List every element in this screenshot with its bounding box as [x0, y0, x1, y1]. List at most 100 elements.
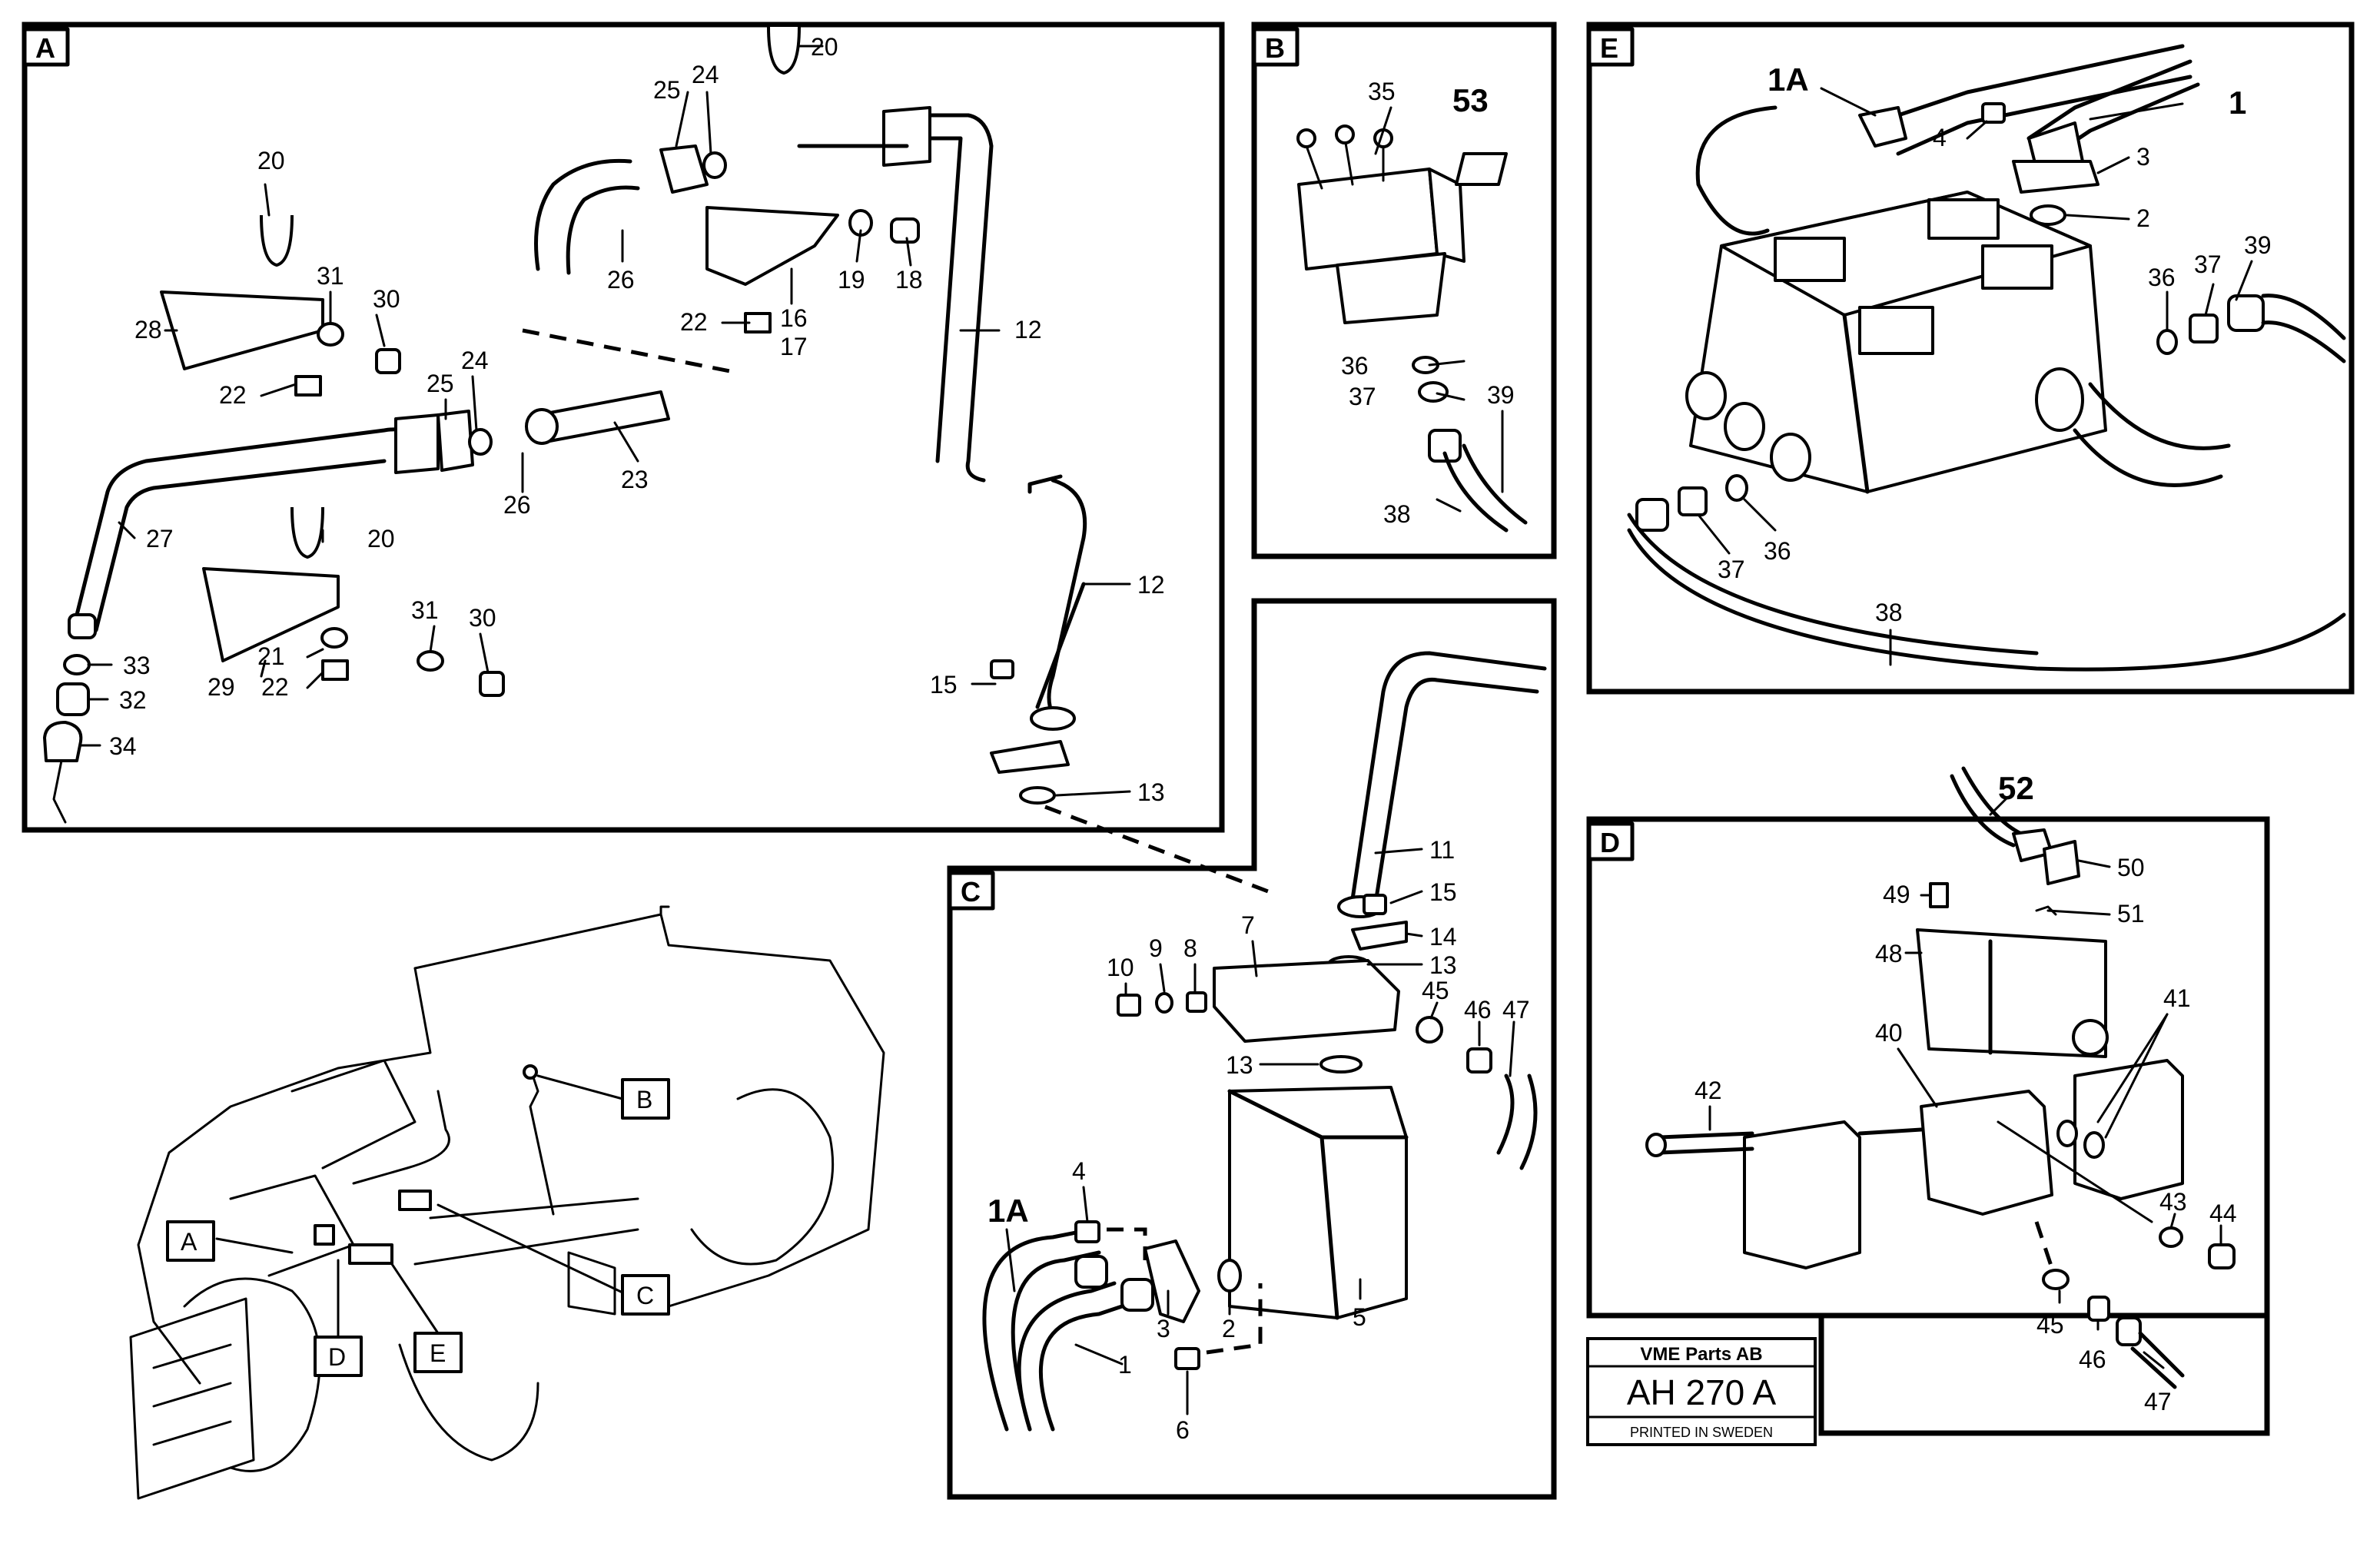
- cable-52: [1950, 766, 2023, 848]
- label: 16: [780, 304, 808, 332]
- section-a-letter: A: [35, 32, 55, 64]
- label: 30: [373, 285, 400, 313]
- label: 31: [317, 262, 344, 290]
- section-c-letter: C: [961, 876, 981, 908]
- label: 52: [1998, 770, 2034, 806]
- connector-a-c: [1044, 805, 1269, 894]
- label: 20: [257, 147, 285, 174]
- label: 38: [1875, 599, 1903, 626]
- label: 22: [680, 308, 708, 336]
- section-d: D: [1586, 766, 2270, 1436]
- flange-27: [394, 413, 440, 474]
- label: 47: [1502, 996, 1530, 1024]
- label: 36: [1341, 352, 1369, 380]
- callout-c-letter: C: [636, 1282, 654, 1309]
- clamp-25-lower: [436, 410, 474, 472]
- u-bolt-20-lower: [290, 506, 324, 559]
- label: 5: [1353, 1303, 1366, 1331]
- callout-a-letter: A: [181, 1228, 198, 1256]
- pipe-12-lower: [1047, 478, 1087, 717]
- section-d-frame: [1586, 816, 2270, 1319]
- label: 36: [1764, 537, 1791, 565]
- callout-d-letter: D: [328, 1343, 346, 1371]
- label: 22: [219, 381, 247, 409]
- bolt-6: [1174, 1347, 1200, 1370]
- label: 46: [2079, 1346, 2106, 1373]
- solenoid-48: [1916, 928, 2107, 1058]
- section-b-frame: [1251, 22, 1557, 559]
- flange-3-c: [1144, 1239, 1200, 1323]
- label: 17: [780, 333, 808, 360]
- machine-overview: A B C D E: [129, 905, 885, 1500]
- block-7: [1213, 959, 1400, 1043]
- hose-upper-left: [534, 158, 632, 271]
- label: 44: [2209, 1200, 2237, 1227]
- label: 2: [2136, 204, 2150, 232]
- label: 39: [1487, 381, 1515, 409]
- label: 29: [207, 673, 235, 701]
- label: 42: [1695, 1077, 1722, 1104]
- label: 33: [123, 652, 151, 679]
- connector-50: [2043, 840, 2080, 885]
- label: 4: [1933, 124, 1947, 151]
- label: 47: [2144, 1388, 2172, 1415]
- bolt-18: [890, 217, 920, 244]
- label: 7: [1241, 911, 1255, 939]
- hose-38: [1442, 443, 1528, 533]
- label: 45: [2036, 1311, 2064, 1339]
- section-e-letter: E: [1600, 32, 1618, 64]
- u-bolt-20-top: [767, 26, 801, 75]
- section-e-frame: [1586, 22, 2355, 695]
- hose-23: [536, 390, 670, 443]
- callout-e-letter: E: [430, 1339, 446, 1367]
- label: 50: [2117, 854, 2145, 881]
- fitting-33: [68, 613, 97, 639]
- label: 12: [1137, 571, 1165, 599]
- machine-body: [413, 913, 885, 1308]
- boom-arm: [229, 1059, 417, 1277]
- label: 25: [427, 370, 454, 397]
- label: 41: [2163, 984, 2191, 1012]
- label: 4: [1072, 1157, 1086, 1185]
- callout-e: [413, 1332, 463, 1373]
- label: 34: [109, 732, 137, 760]
- seal-2-e: [2030, 204, 2066, 226]
- nut-22-b: [321, 659, 349, 681]
- pipe-end-fitting: [1030, 706, 1076, 731]
- label: 13: [1137, 778, 1165, 806]
- section-c: C: [947, 598, 1557, 1500]
- section-b-letter: B: [1265, 32, 1285, 64]
- valve-block-40: [1920, 1090, 2053, 1216]
- bolt-30-a: [375, 348, 401, 374]
- hose-38-e: [1627, 528, 2346, 672]
- label: 2: [1222, 1315, 1236, 1342]
- callout-b-letter: B: [636, 1086, 652, 1113]
- label: 3: [1157, 1315, 1170, 1342]
- clamp-25-upper: [659, 144, 709, 194]
- seal-2-c: [1217, 1259, 1242, 1293]
- label: 8: [1183, 934, 1197, 962]
- section-a: A: [22, 22, 1225, 833]
- u-bolt-20-left: [260, 214, 294, 267]
- section-c-frame: [947, 598, 1557, 1500]
- seal-13: [1019, 786, 1056, 805]
- drawing-code: AH 270 A: [1627, 1372, 1777, 1412]
- label: 40: [1875, 1019, 1903, 1047]
- pipe-12-upper: [905, 113, 994, 483]
- label: 18: [895, 266, 923, 294]
- label: 25: [653, 76, 681, 104]
- label: 37: [1718, 556, 1745, 583]
- fitting-32: [56, 682, 90, 716]
- callout-b: [621, 1078, 670, 1120]
- hose-1-c: [1017, 1281, 1124, 1432]
- block-5: [1228, 1086, 1408, 1319]
- label: 24: [692, 61, 719, 88]
- label: 39: [2244, 231, 2272, 259]
- label: 30: [469, 604, 496, 632]
- company-name: VME Parts AB: [1640, 1344, 1762, 1365]
- end-block-left: [1743, 1120, 1861, 1269]
- label: 15: [1429, 878, 1457, 906]
- label: 45: [1422, 977, 1449, 1004]
- label: 9: [1149, 934, 1163, 962]
